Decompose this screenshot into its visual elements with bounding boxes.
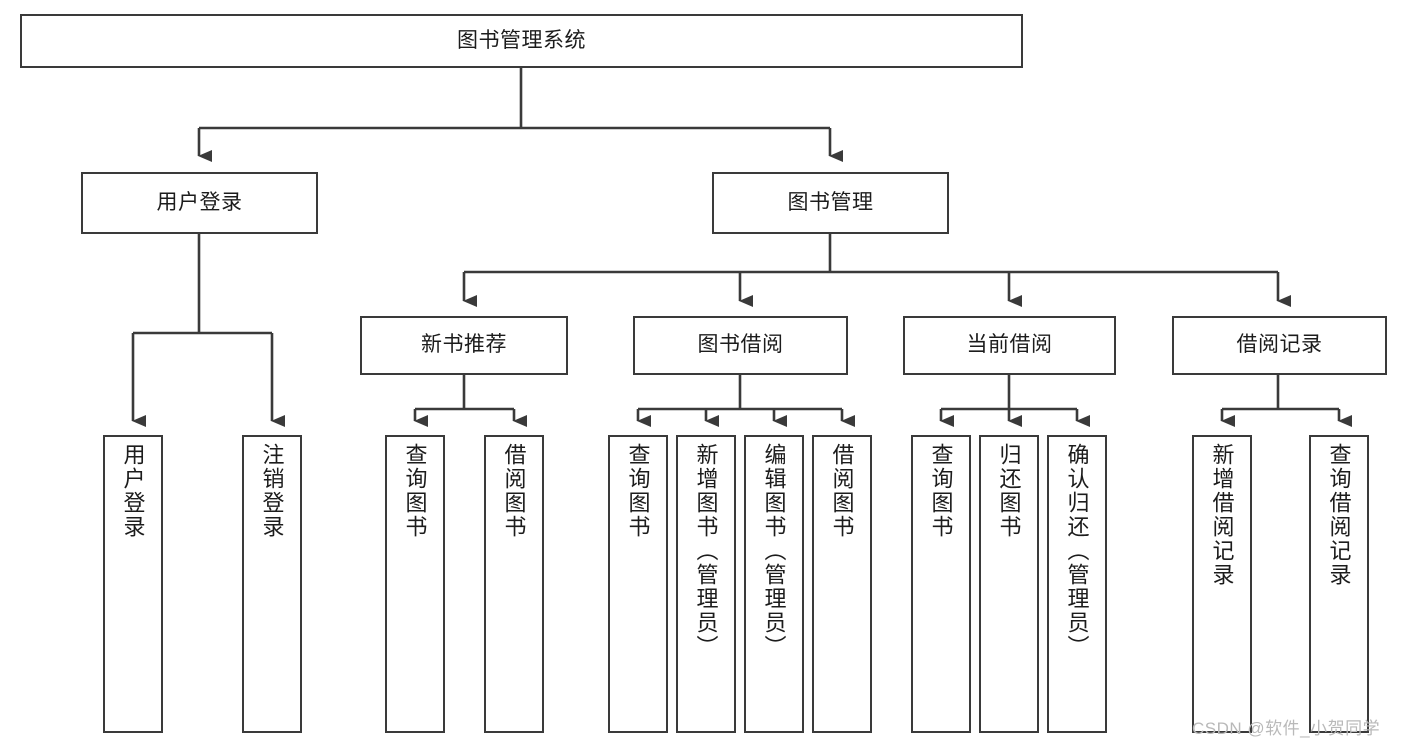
leaf-borrow-book-borrow[interactable]: 借阅图书 [812, 435, 872, 733]
node-borrow-record-label: 借阅记录 [1236, 333, 1323, 357]
node-book-borrow[interactable]: 图书借阅 [633, 316, 848, 375]
leaf-query-book-current-label: 查询图书 [928, 443, 954, 539]
leaf-add-book-admin[interactable]: 新增图书（管理员） [676, 435, 736, 733]
node-current-borrow-label: 当前借阅 [966, 333, 1053, 357]
node-borrow-record[interactable]: 借阅记录 [1172, 316, 1387, 375]
leaf-user-login-label: 用户登录 [120, 443, 146, 539]
node-user-login[interactable]: 用户登录 [81, 172, 318, 234]
leaf-user-login[interactable]: 用户登录 [103, 435, 163, 733]
leaf-add-borrow-record[interactable]: 新增借阅记录 [1192, 435, 1252, 733]
leaf-borrow-book-borrow-label: 借阅图书 [829, 443, 855, 539]
node-root-label: 图书管理系统 [457, 28, 586, 52]
node-new-book-recommend-label: 新书推荐 [421, 333, 507, 357]
leaf-return-book-label: 归还图书 [996, 443, 1022, 539]
leaf-add-book-admin-label: 新增图书（管理员） [693, 443, 719, 659]
leaf-edit-book-admin-label: 编辑图书（管理员） [761, 443, 787, 659]
leaf-logout[interactable]: 注销登录 [242, 435, 302, 733]
node-book-borrow-label: 图书借阅 [697, 333, 784, 357]
leaf-edit-book-admin[interactable]: 编辑图书（管理员） [744, 435, 804, 733]
leaf-query-borrow-record-label: 查询借阅记录 [1326, 443, 1352, 587]
leaf-query-book-recommend-label: 查询图书 [402, 443, 428, 539]
leaf-add-borrow-record-label: 新增借阅记录 [1209, 443, 1235, 587]
leaf-query-book-current[interactable]: 查询图书 [911, 435, 971, 733]
node-root[interactable]: 图书管理系统 [20, 14, 1023, 68]
node-book-manage[interactable]: 图书管理 [712, 172, 949, 234]
leaf-query-book-borrow-label: 查询图书 [625, 443, 651, 539]
watermark: CSDN @软件_小贺同学 [1192, 719, 1381, 738]
leaf-borrow-book-recommend-label: 借阅图书 [501, 443, 527, 539]
node-book-manage-label: 图书管理 [787, 190, 874, 214]
leaf-return-book[interactable]: 归还图书 [979, 435, 1039, 733]
leaf-query-book-recommend[interactable]: 查询图书 [385, 435, 445, 733]
leaf-query-book-borrow[interactable]: 查询图书 [608, 435, 668, 733]
node-new-book-recommend[interactable]: 新书推荐 [360, 316, 568, 375]
leaf-confirm-return-admin-label: 确认归还（管理员） [1064, 443, 1090, 659]
node-user-login-label: 用户登录 [156, 190, 243, 214]
node-current-borrow[interactable]: 当前借阅 [903, 316, 1116, 375]
leaf-query-borrow-record[interactable]: 查询借阅记录 [1309, 435, 1369, 733]
leaf-logout-label: 注销登录 [259, 443, 285, 539]
leaf-confirm-return-admin[interactable]: 确认归还（管理员） [1047, 435, 1107, 733]
leaf-borrow-book-recommend[interactable]: 借阅图书 [484, 435, 544, 733]
